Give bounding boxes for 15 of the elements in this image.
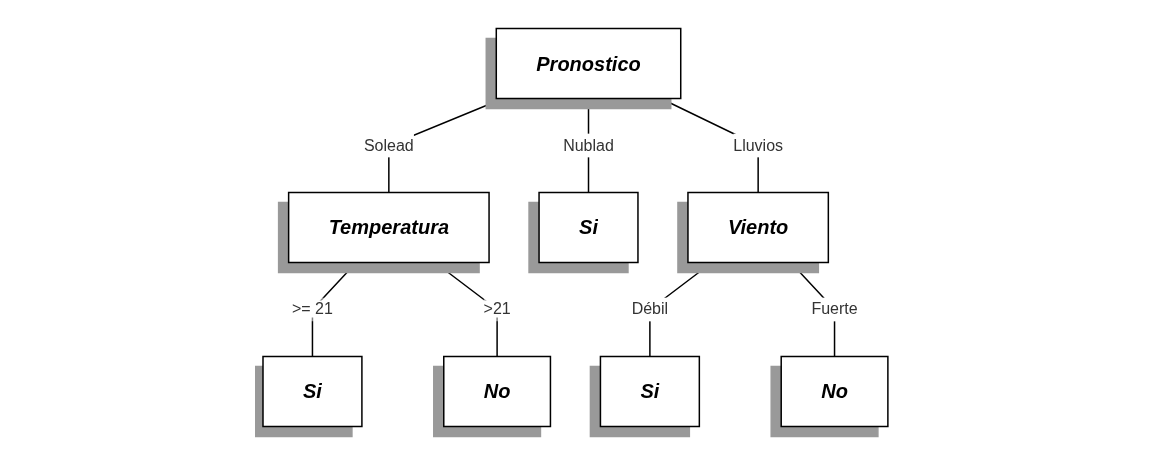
node-box: No (443, 355, 552, 428)
edge-label: Lluvios (733, 136, 784, 154)
node-box: Pronostico (495, 27, 682, 100)
edge-label: Débil (631, 300, 669, 318)
edge-label: >21 (483, 300, 511, 318)
node-box: Si (262, 355, 363, 428)
node-box: Viento (687, 191, 830, 264)
node-box: Temperatura (287, 191, 490, 264)
edge-label: >= 21 (292, 300, 333, 318)
edge-label: Nublad (563, 136, 614, 154)
edge-label: Solead (363, 136, 414, 154)
node-box: Si (599, 355, 701, 428)
node-box: Si (538, 191, 639, 264)
edge-label: Fuerte (811, 300, 858, 318)
node-box: No (780, 355, 889, 428)
